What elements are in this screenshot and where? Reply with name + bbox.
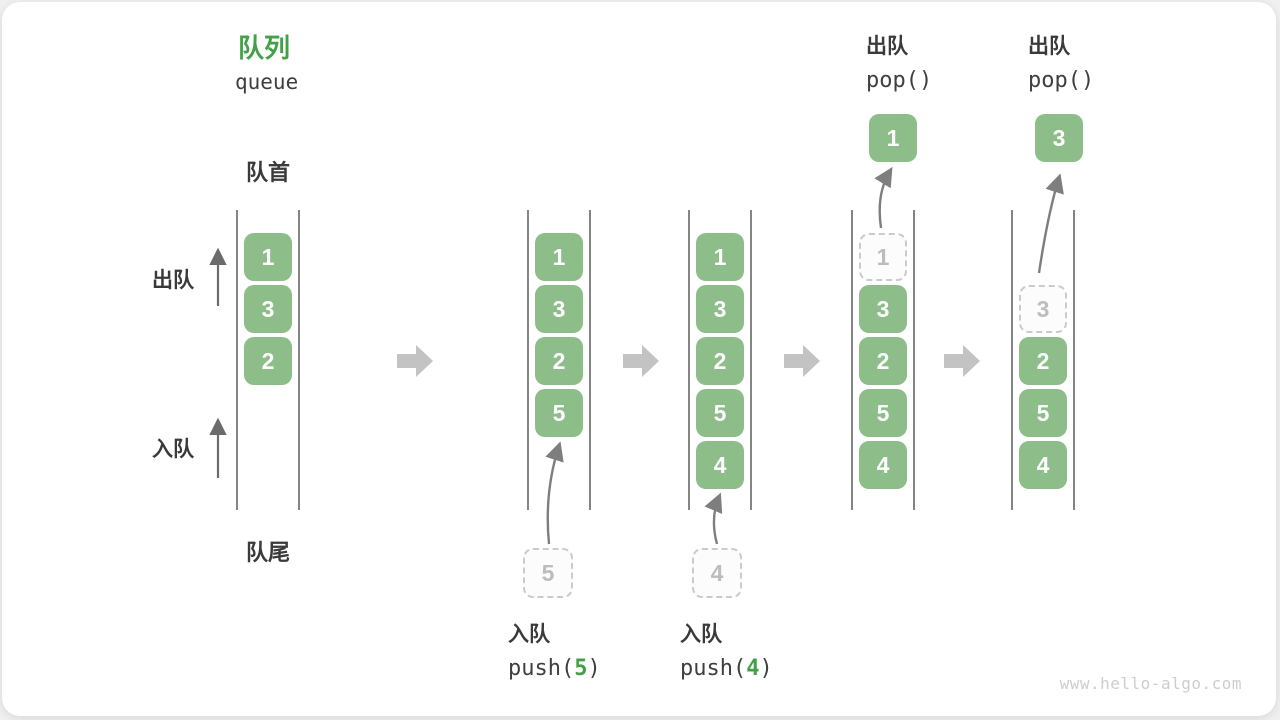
operation-arrow bbox=[1037, 173, 1064, 274]
next-state-arrow-icon bbox=[397, 345, 433, 377]
next-state-arrow-icon bbox=[944, 345, 980, 377]
operation-arrow bbox=[704, 492, 723, 545]
operation-arrow bbox=[874, 166, 893, 229]
next-state-arrow-icon bbox=[784, 345, 820, 377]
next-state-arrow-icon bbox=[623, 345, 659, 377]
operation-arrow bbox=[545, 441, 564, 545]
